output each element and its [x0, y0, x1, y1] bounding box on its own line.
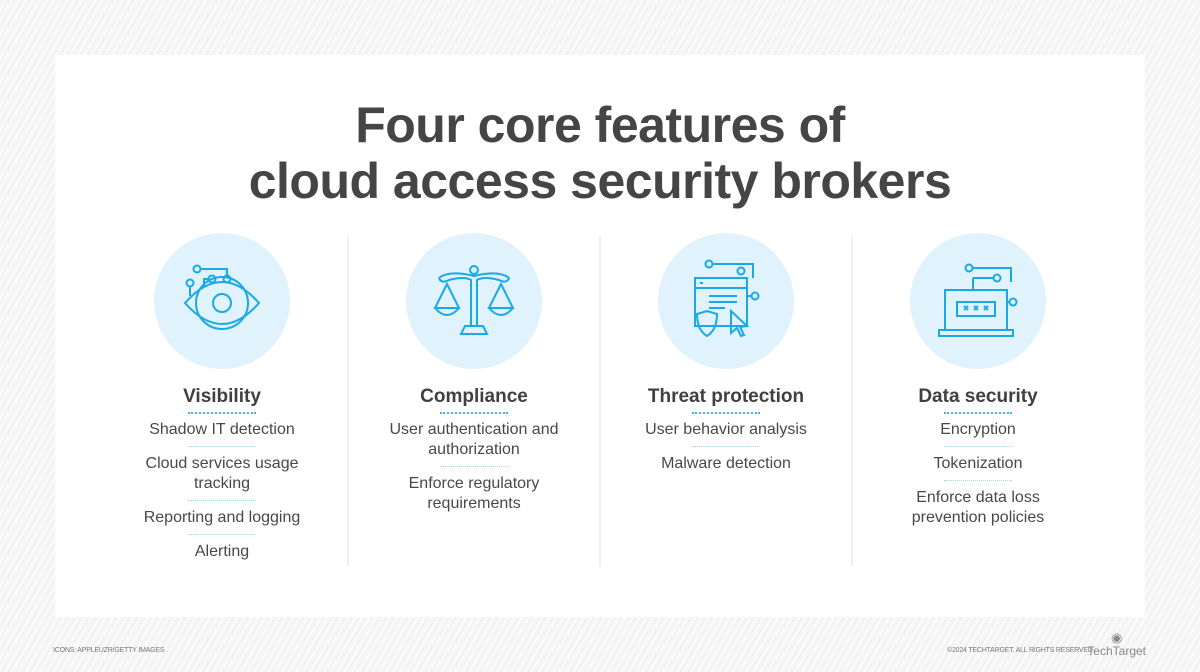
browser-shield-cursor-icon — [694, 259, 760, 338]
feature-item: Shadow IT detection — [149, 421, 295, 438]
icon-credit: ICONS: APPLEUZR/GETTY IMAGES — [53, 647, 165, 654]
feature-data-security: Data security Encryption Tokenization En… — [852, 233, 1104, 528]
eye-logo-icon: ◉ — [1110, 630, 1123, 645]
laptop-password-icon — [938, 263, 1018, 337]
feature-heading: Visibility — [183, 386, 261, 407]
copyright: ©2024 TECHTARGET. ALL RIGHTS RESERVED — [947, 647, 1093, 654]
scales-icon — [433, 265, 515, 335]
feature-heading: Data security — [918, 386, 1038, 407]
feature-item: Tokenization — [933, 455, 1023, 472]
feature-item: Encryption — [940, 421, 1016, 438]
feature-visibility: Visibility Shadow IT detection Cloud ser… — [96, 233, 348, 562]
feature-item: Malware detection — [661, 455, 791, 472]
feature-item: Reporting and logging — [143, 509, 301, 526]
techtarget-logo: ◉TechTarget — [1087, 630, 1146, 658]
column-divider — [347, 236, 349, 566]
feature-threat-protection: Threat protection User behavior analysis… — [600, 233, 852, 474]
column-divider — [599, 236, 601, 566]
feature-item: Enforce regulatory requirements — [408, 475, 540, 512]
feature-item: Cloud services usage tracking — [145, 455, 299, 492]
feature-heading: Compliance — [420, 386, 528, 407]
feature-item: Alerting — [194, 543, 250, 560]
eye-circuit-icon — [183, 264, 261, 330]
feature-item: User behavior analysis — [645, 421, 807, 438]
column-divider — [851, 236, 853, 566]
feature-item: User authentication and authorization — [389, 421, 559, 458]
feature-heading: Threat protection — [647, 386, 805, 407]
feature-item: Enforce data loss prevention policies — [911, 489, 1045, 526]
feature-compliance: Compliance User authentication and autho… — [348, 233, 600, 514]
